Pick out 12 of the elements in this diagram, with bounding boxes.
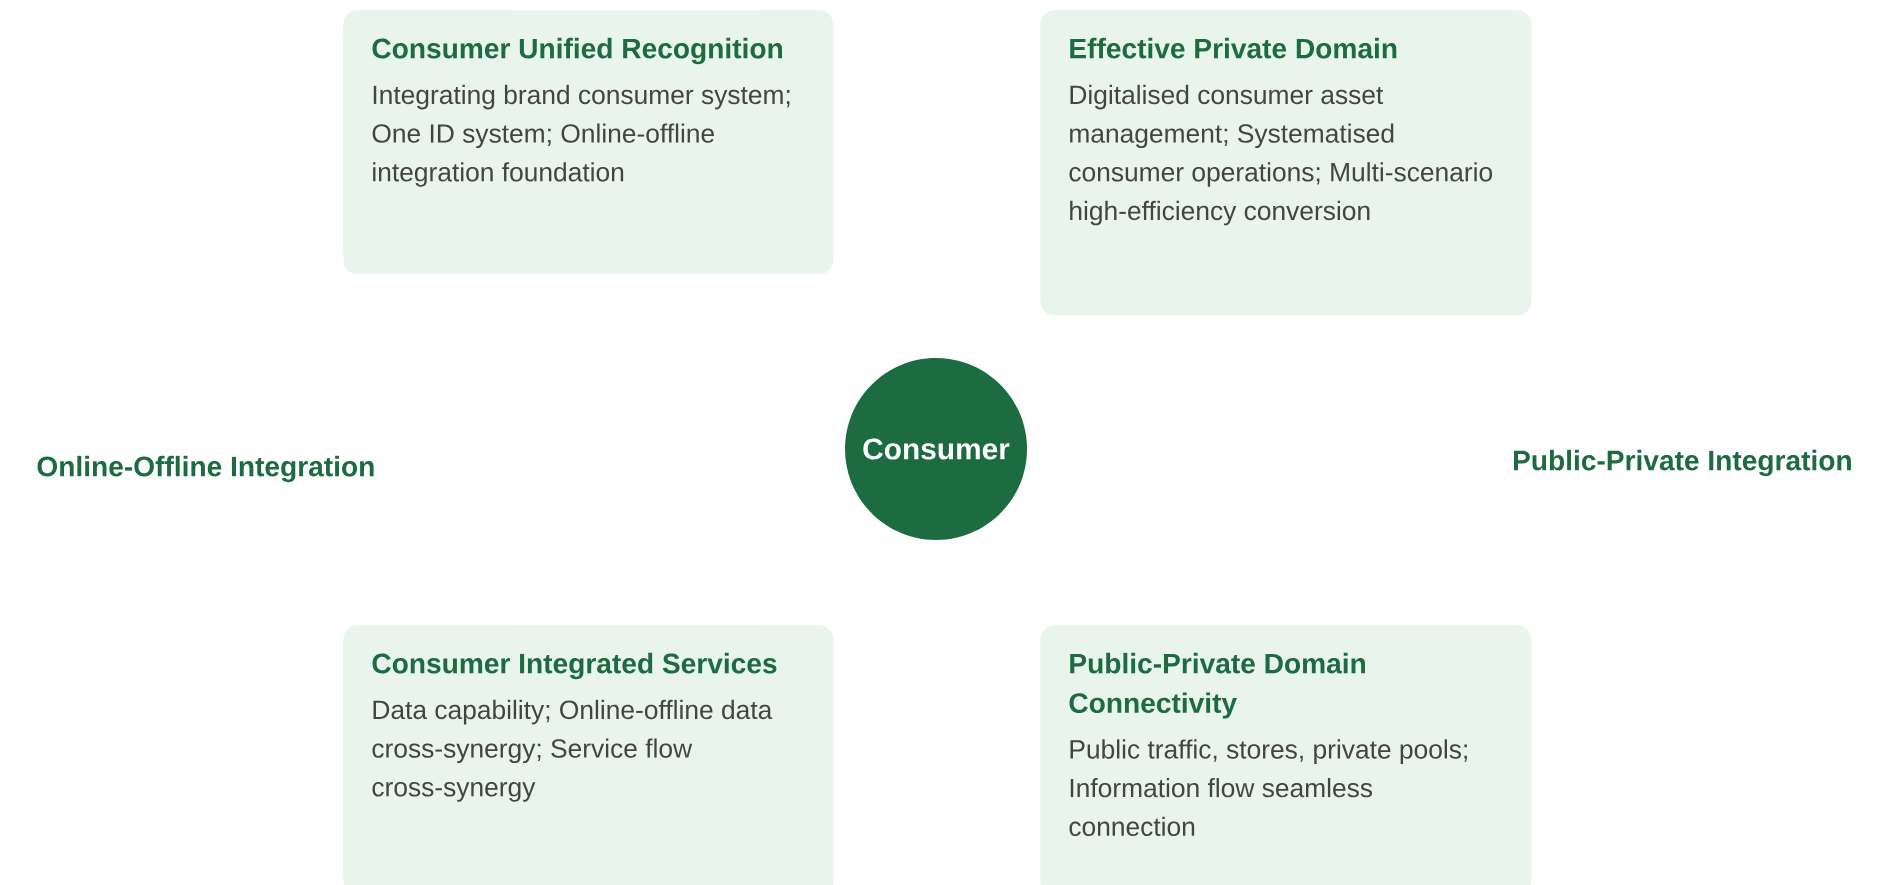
card-description: Digitalised consumer asset management; Systematised consumer operations; Multi-scenario high-efficiency conversion <box>1069 84 1493 226</box>
card-description: Public traffic, stores, private pools; Information flow seamless connection <box>1069 739 1467 837</box>
card-heading: Public-Private Domain Connectivity <box>1069 652 1365 719</box>
side-label: Public-Private Integration <box>1513 449 1851 477</box>
center-circle <box>845 358 1027 540</box>
card-description: Data capability; Online-offline data cross-synergy; Service flow cross-synergy <box>372 699 773 802</box>
card-heading: Consumer Integrated Services <box>372 652 777 680</box>
card-description: Integrating brand consumer system; One ID system; Online-offline integration foundation <box>372 84 790 187</box>
side-label: Online-Offline Integration <box>37 455 374 483</box>
card-heading: Effective Private Domain <box>1070 37 1397 59</box>
card-heading: Consumer Unified Recognition <box>372 37 782 65</box>
circle-label: Consumer <box>863 438 1010 460</box>
